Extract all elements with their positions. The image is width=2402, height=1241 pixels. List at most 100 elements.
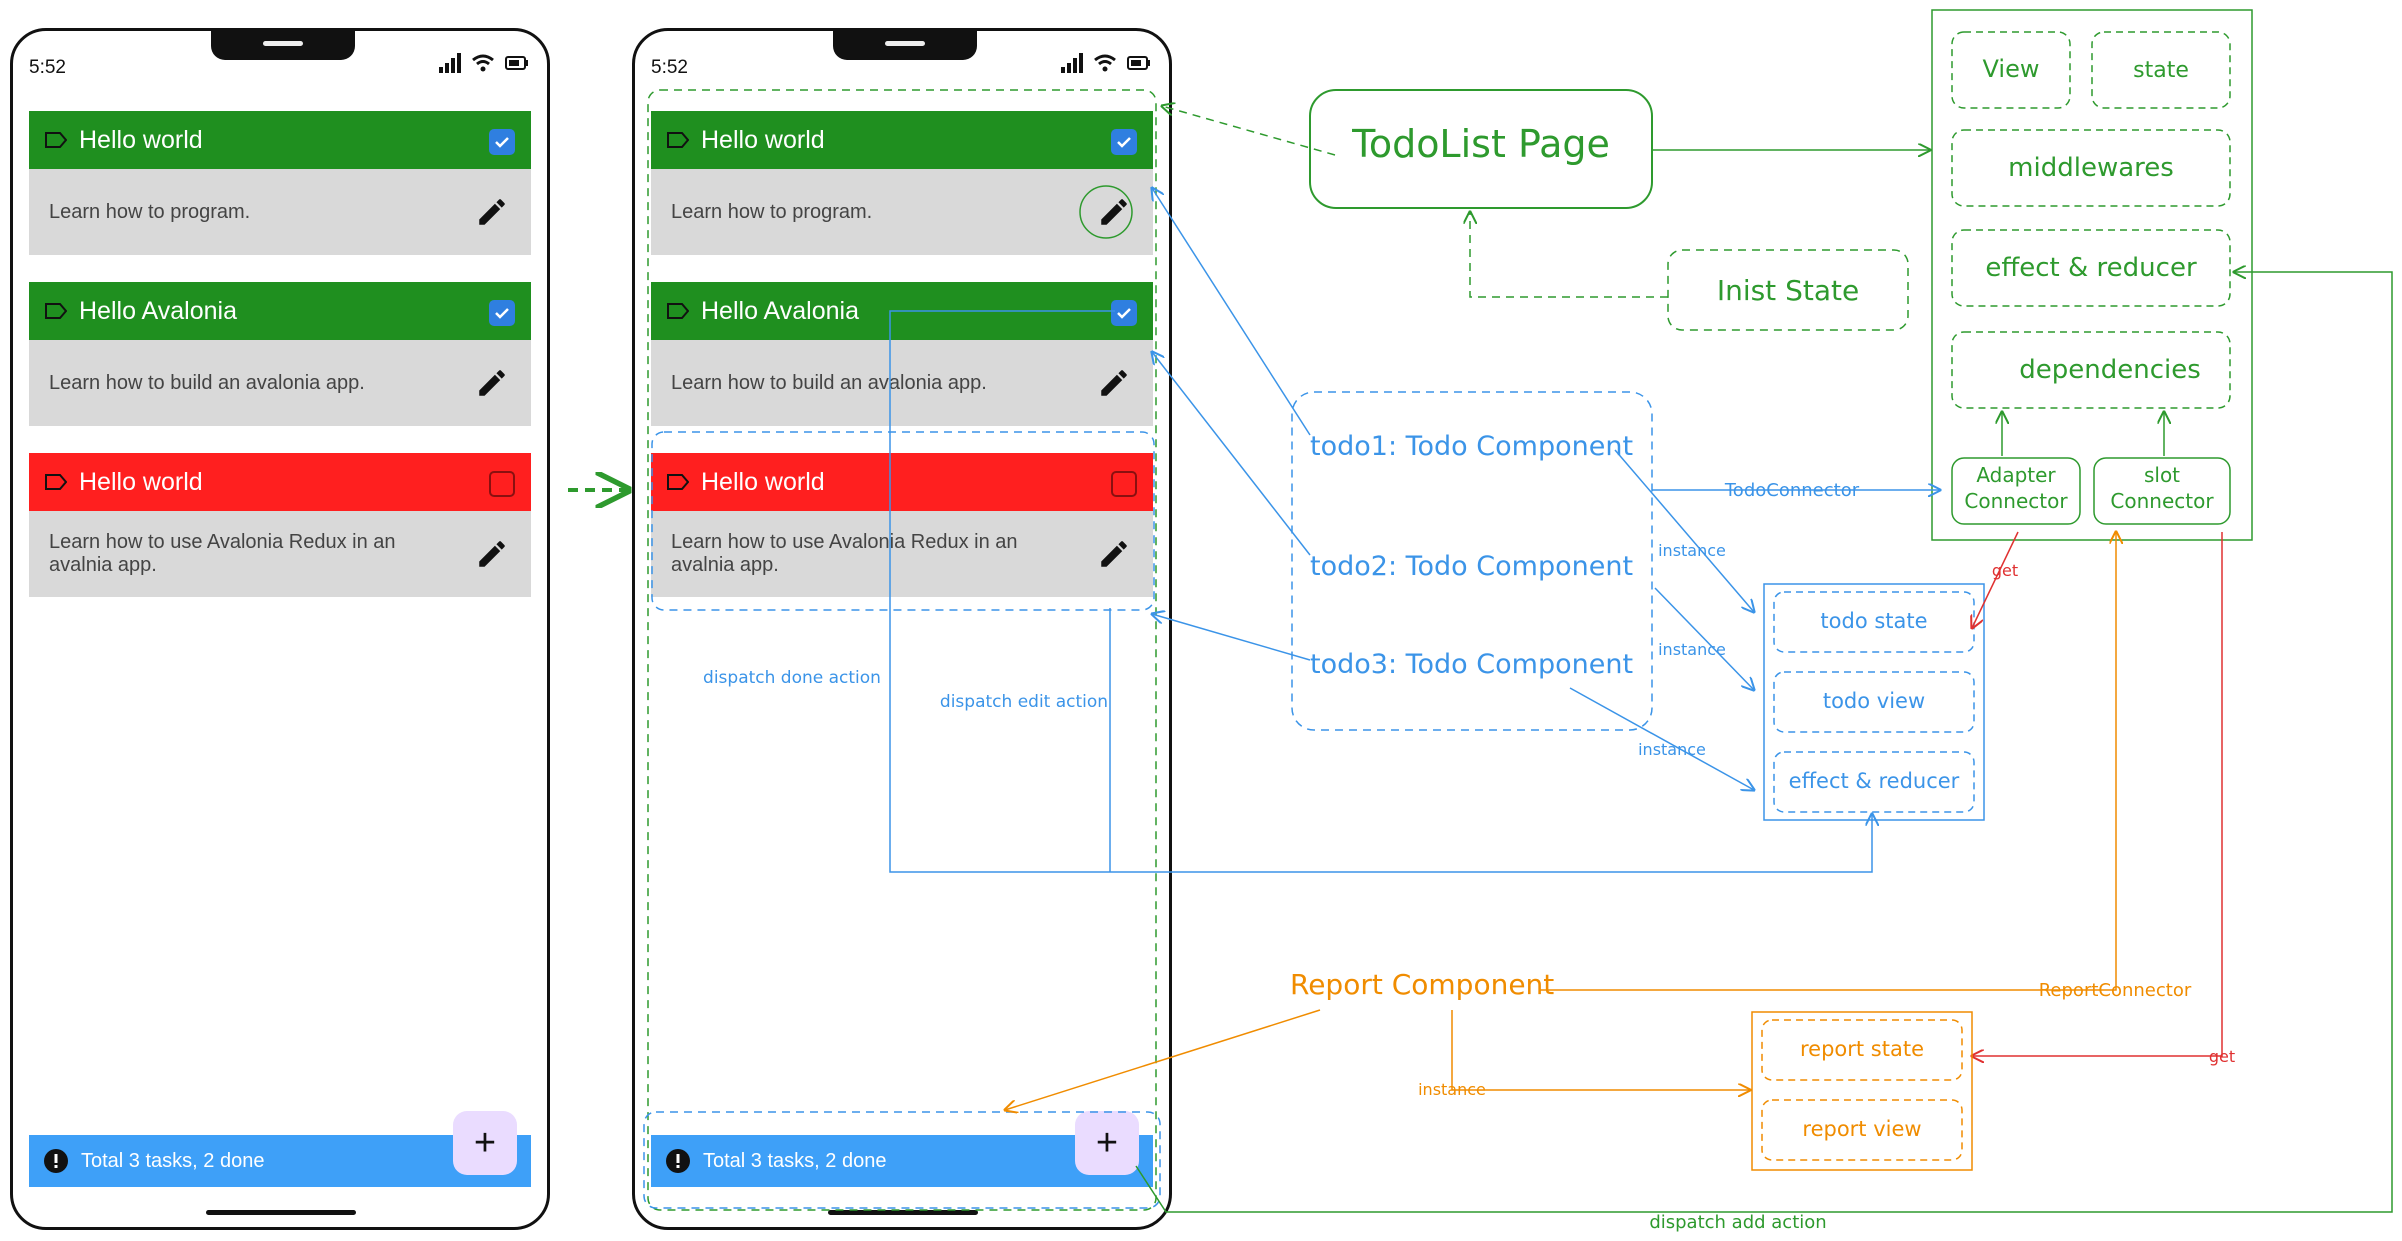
report-outline bbox=[643, 1111, 1161, 1209]
todo-checkbox[interactable] bbox=[489, 471, 515, 497]
status-time: 5:52 bbox=[651, 57, 688, 78]
todo-checkbox[interactable] bbox=[1111, 300, 1137, 326]
todo-card-header: Hello world bbox=[29, 111, 531, 169]
edit-pencil-icon[interactable] bbox=[475, 366, 509, 400]
todo-description: Learn how to use Avalonia Redux in an av… bbox=[49, 531, 396, 576]
home-indicator bbox=[828, 1210, 978, 1215]
todolist-page-box bbox=[1309, 89, 1653, 209]
slot-connector-line1: slot bbox=[2144, 463, 2180, 487]
report-connector-label: ReportConnector bbox=[2039, 980, 2192, 1001]
wifi-icon bbox=[1094, 54, 1116, 72]
todo-body: Learn how to program. bbox=[29, 169, 531, 255]
phone-right: 5:52 Hello world Learn how to program. H… bbox=[632, 28, 1172, 1230]
summary-footer: Total 3 tasks, 2 done bbox=[29, 1135, 531, 1187]
dispatch-add-label: dispatch add action bbox=[1649, 1212, 1826, 1233]
todo1-label: todo1: Todo Component bbox=[1310, 431, 1633, 462]
edit-pencil-icon[interactable] bbox=[1097, 195, 1131, 229]
todolist-page-label: TodoList Page bbox=[1351, 122, 1610, 166]
todo-state-label: todo state bbox=[1820, 609, 1927, 633]
slot-connector-line2: Connector bbox=[2110, 489, 2214, 513]
tag-icon bbox=[45, 303, 67, 319]
init-state-box bbox=[1667, 249, 1909, 331]
add-button[interactable]: + bbox=[1075, 1111, 1139, 1175]
signal-icon bbox=[1061, 53, 1083, 73]
dispatch-edit-label: dispatch edit action bbox=[940, 692, 1108, 712]
todo-card-header: Hello world bbox=[651, 111, 1153, 169]
home-indicator bbox=[206, 1210, 356, 1215]
add-button[interactable]: + bbox=[453, 1111, 517, 1175]
adapter-connector-line1: Adapter bbox=[1976, 463, 2056, 487]
page-outline bbox=[647, 89, 1157, 1211]
report-state-label: report state bbox=[1800, 1037, 1924, 1061]
report-instance-box bbox=[1751, 1011, 1973, 1171]
tag-icon bbox=[667, 132, 689, 148]
todo3-outline bbox=[651, 431, 1155, 611]
todo-checkbox[interactable] bbox=[1111, 129, 1137, 155]
edit-highlight bbox=[1079, 185, 1133, 239]
edit-pencil-icon[interactable] bbox=[1097, 366, 1131, 400]
summary-text: Total 3 tasks, 2 done bbox=[81, 1149, 265, 1172]
tag-icon bbox=[45, 474, 67, 490]
phone-left: 5:52 Hello world Learn how to program. H… bbox=[10, 28, 550, 1230]
phone-notch bbox=[833, 28, 977, 60]
todo-description: Learn how to build an avalonia app. bbox=[49, 371, 365, 394]
edit-pencil-icon[interactable] bbox=[1097, 537, 1131, 571]
todo-view-label: todo view bbox=[1823, 689, 1925, 713]
instance-label-3: instance bbox=[1638, 740, 1706, 759]
todo-effect-reducer-label: effect & reducer bbox=[1789, 769, 1960, 793]
edit-pencil-icon[interactable] bbox=[475, 537, 509, 571]
status-time: 5:52 bbox=[29, 57, 66, 78]
todo-title: Hello Avalonia bbox=[79, 296, 237, 325]
todo-description: Learn how to use Avalonia Redux in an av… bbox=[671, 531, 1018, 576]
todo-card-header: Hello Avalonia bbox=[29, 282, 531, 340]
summary-footer: Total 3 tasks, 2 done bbox=[651, 1135, 1153, 1187]
battery-icon bbox=[505, 56, 528, 70]
todo3-label: todo3: Todo Component bbox=[1310, 649, 1633, 680]
edit-pencil-icon[interactable] bbox=[475, 195, 509, 229]
todo-card: Hello world Learn how to program. bbox=[651, 111, 1153, 255]
store-box bbox=[1931, 9, 2253, 541]
phone-notch bbox=[211, 28, 355, 60]
battery-icon bbox=[1127, 56, 1150, 70]
get-label-2: get bbox=[2209, 1047, 2235, 1066]
wifi-icon bbox=[472, 54, 494, 72]
todo-body: Learn how to build an avalonia app. bbox=[651, 340, 1153, 426]
status-icons bbox=[439, 53, 529, 73]
todo-card: Hello world Learn how to use Avalonia Re… bbox=[651, 453, 1153, 597]
store-middlewares-label: middlewares bbox=[2008, 153, 2174, 183]
report-component-label: Report Component bbox=[1290, 968, 1554, 1001]
todo-checkbox[interactable] bbox=[489, 300, 515, 326]
todo-description: Learn how to program. bbox=[671, 200, 873, 223]
adapter-connector-line2: Connector bbox=[1964, 489, 2068, 513]
report-instance-label: instance bbox=[1418, 1080, 1486, 1099]
get-label-1: get bbox=[1992, 561, 2018, 580]
instance-label-1: instance bbox=[1658, 541, 1726, 560]
alert-icon bbox=[44, 1149, 68, 1173]
todo-card: Hello world Learn how to program. bbox=[29, 111, 531, 255]
todo-title: Hello world bbox=[79, 467, 203, 496]
dispatch-done-label: dispatch done action bbox=[703, 668, 881, 688]
todo-connector-label: TodoConnector bbox=[1724, 480, 1860, 501]
todo-title: Hello world bbox=[79, 125, 203, 154]
todo-title: Hello world bbox=[701, 125, 825, 154]
tag-icon bbox=[667, 474, 689, 490]
report-view-label: report view bbox=[1802, 1117, 1921, 1141]
todo-body: Learn how to build an avalonia app. bbox=[29, 340, 531, 426]
todo-title: Hello Avalonia bbox=[701, 296, 859, 325]
init-state-label: Inist State bbox=[1717, 274, 1859, 307]
todo2-label: todo2: Todo Component bbox=[1310, 551, 1633, 582]
todo-checkbox[interactable] bbox=[489, 129, 515, 155]
todo-body: Learn how to use Avalonia Redux in an av… bbox=[29, 511, 531, 597]
tag-icon bbox=[667, 303, 689, 319]
todo-title: Hello world bbox=[701, 467, 825, 496]
todo-checkbox[interactable] bbox=[1111, 471, 1137, 497]
store-dependencies-label: dependencies bbox=[2019, 355, 2201, 385]
todo-card: Hello world Learn how to use Avalonia Re… bbox=[29, 453, 531, 597]
todo-body: Learn how to program. bbox=[651, 169, 1153, 255]
todo-card-header: Hello world bbox=[651, 453, 1153, 511]
store-view-label: View bbox=[1983, 55, 2040, 83]
alert-icon bbox=[666, 1149, 690, 1173]
todo-card: Hello Avalonia Learn how to build an ava… bbox=[29, 282, 531, 426]
summary-text: Total 3 tasks, 2 done bbox=[703, 1149, 887, 1172]
